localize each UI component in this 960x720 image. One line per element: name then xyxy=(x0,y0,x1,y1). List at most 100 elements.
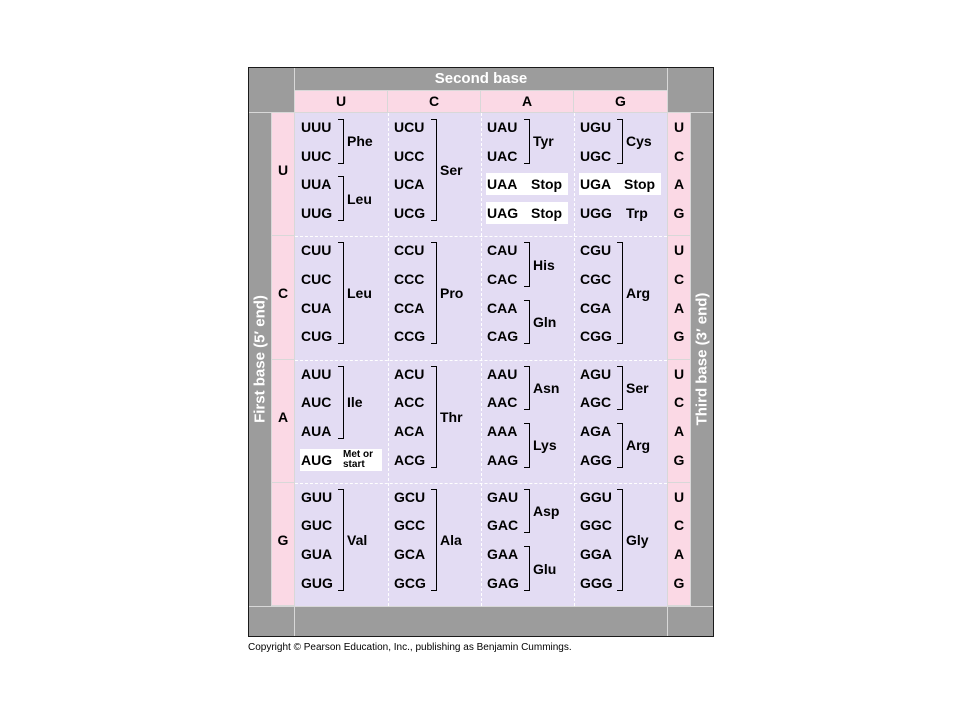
codon: AUU xyxy=(301,365,332,382)
amino-acid-label: Ser xyxy=(440,162,463,179)
amino-acid-label: Gln xyxy=(533,314,557,330)
row-header-label: C xyxy=(277,285,289,302)
codon: CGA xyxy=(580,299,612,316)
codon: AAU xyxy=(487,365,518,382)
row-header-label: G xyxy=(277,531,289,548)
codon: AGC xyxy=(580,394,612,411)
third-base-bar: Third base (3′ end) xyxy=(691,113,713,606)
codon: UGG xyxy=(580,205,612,222)
column-header-u: U xyxy=(295,91,387,112)
column-header-c: C xyxy=(388,91,480,112)
codon: UAA xyxy=(487,176,518,193)
bracket xyxy=(524,422,530,468)
codon: AGA xyxy=(580,422,612,439)
codon: AAA xyxy=(487,422,518,439)
amino-acid-label: Ala xyxy=(440,531,462,548)
amino-acid-label: Glu xyxy=(533,560,557,577)
bracket xyxy=(524,546,530,591)
codon: AUG xyxy=(301,451,333,468)
row-header-u: U xyxy=(272,113,294,236)
corner-top-right xyxy=(668,68,713,112)
third-base-letter-g: G xyxy=(673,451,685,468)
third-base-letter-g: G xyxy=(673,205,685,222)
codon: GCU xyxy=(394,488,426,505)
codon: CAC xyxy=(487,270,518,287)
codon: GGC xyxy=(580,517,612,534)
amino-acid-label: Phe xyxy=(347,133,373,150)
codon: CCA xyxy=(394,299,425,316)
amino-acid-label: Stop xyxy=(531,176,563,193)
codon: GUC xyxy=(301,517,333,534)
codon: CGG xyxy=(580,328,612,345)
bracket xyxy=(338,242,344,345)
amino-acid-label: Arg xyxy=(626,285,651,302)
third-base-letter-c: C xyxy=(673,517,685,534)
codon: UUA xyxy=(301,176,332,193)
amino-acid-label: Pro xyxy=(440,285,464,302)
second-base-label: Second base xyxy=(434,70,528,87)
codon: GUG xyxy=(301,574,333,591)
third-base-letter-a: A xyxy=(673,546,685,563)
amino-acid-label: Tyr xyxy=(533,133,554,150)
bracket xyxy=(617,242,623,345)
third-base-letter-c: C xyxy=(673,394,685,411)
highlight-box xyxy=(486,173,568,196)
codon: CCC xyxy=(394,270,425,287)
codon: GAU xyxy=(487,488,519,505)
bracket xyxy=(431,119,437,222)
corner-bottom-right xyxy=(668,607,713,636)
codon: CUA xyxy=(301,299,332,316)
codon: GUU xyxy=(301,488,333,505)
bracket xyxy=(524,242,530,287)
codon: UAG xyxy=(487,205,519,222)
amino-acid-label: His xyxy=(533,256,555,273)
codon: UUG xyxy=(301,205,333,222)
first-base-label: First base (5′ end) xyxy=(251,295,269,423)
amino-acid-label: Leu xyxy=(347,190,372,207)
highlight-box xyxy=(579,173,661,196)
amino-acid-label: Stop xyxy=(531,205,563,222)
amino-acid-label: Asp xyxy=(533,503,560,520)
codon: ACC xyxy=(394,394,425,411)
bracket xyxy=(617,422,623,468)
highlight-box xyxy=(486,202,568,225)
bracket xyxy=(524,299,530,345)
amino-acid-label: Trp xyxy=(626,205,648,222)
third-base-letter-a: A xyxy=(673,299,685,316)
bracket xyxy=(524,365,530,411)
bracket xyxy=(338,176,344,222)
amino-acid-label: Asn xyxy=(533,379,560,396)
second-base-header: Second base xyxy=(295,68,667,90)
codon: GCA xyxy=(394,546,426,563)
row-header-c: C xyxy=(272,236,294,359)
bracket xyxy=(524,119,530,164)
codon: UCC xyxy=(394,147,425,164)
row-header-label: U xyxy=(277,162,289,178)
codon: CUC xyxy=(301,270,332,287)
codon: ACG xyxy=(394,451,426,468)
codon: UGA xyxy=(580,176,612,193)
codon: AGU xyxy=(580,365,612,382)
bracket xyxy=(617,488,623,591)
codon: AAG xyxy=(487,451,519,468)
amino-acid-label: Cys xyxy=(626,133,652,150)
codon: AGG xyxy=(580,451,612,468)
bracket xyxy=(617,365,623,411)
column-header-g: G xyxy=(574,91,667,112)
third-base-letter-u: U xyxy=(673,242,685,259)
third-base-letter-u: U xyxy=(673,365,685,382)
codon: GCG xyxy=(394,574,426,591)
codon: CGU xyxy=(580,242,612,259)
codon: GAC xyxy=(487,517,519,534)
codon: GGA xyxy=(580,546,612,563)
bracket xyxy=(431,365,437,468)
codon: UGC xyxy=(580,147,612,164)
column-header-a: A xyxy=(481,91,573,112)
